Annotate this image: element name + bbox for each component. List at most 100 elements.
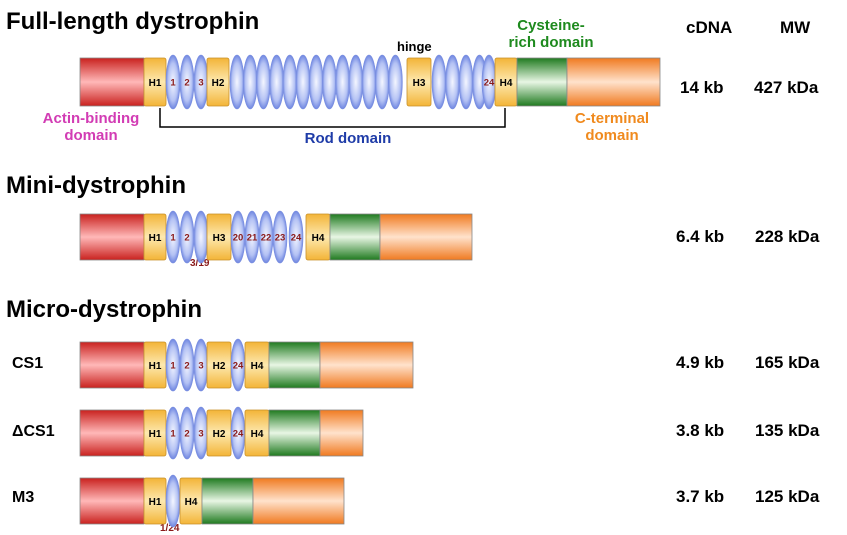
mini-cysteine-rich-12: [329, 213, 381, 261]
cs1-repeat-2-number: 1: [170, 361, 176, 372]
mw-cs1: 165 kDa: [755, 353, 820, 372]
dcs1-cysteine-rich-8: [268, 409, 321, 457]
full-repeat-4-number: 3: [198, 78, 203, 89]
cs1-repeat-3-number: 2: [184, 361, 189, 372]
column-mw: MW: [780, 18, 811, 37]
dcs1-hinge-1-label: H1: [149, 429, 162, 440]
c-terminal-annotation: C-terminal domain: [551, 110, 673, 144]
cs1-cysteine-rich-8: [268, 341, 321, 389]
dcs1-hinge-7-label: H4: [251, 429, 264, 440]
mini-repeat-9: [272, 210, 288, 264]
m3-cysteine-rich-4: [201, 477, 254, 525]
cs1-hinge-7-label: H4: [251, 361, 264, 372]
full-hinge-25-label: H4: [500, 78, 513, 89]
actin-binding-annotation: Actin-binding domain: [22, 110, 160, 144]
cdna-dcs1: 3.8 kb: [676, 421, 725, 440]
mw-mini: 228 kDa: [755, 227, 820, 246]
column-cdna: cDNA: [686, 18, 733, 37]
dcs1-repeat-4-number: 3: [198, 429, 203, 440]
mini-actin-binding-0: [79, 213, 145, 261]
mini-repeat-9-number: 23: [275, 233, 286, 244]
mini-repeat-fusion-label: 3/19: [190, 258, 210, 269]
cysteine-annotation-line2: rich domain: [508, 34, 594, 51]
full-repeat-17: [374, 54, 390, 110]
mini-repeat-fused-4: [193, 210, 209, 264]
dcs1-hinge-5-label: H2: [213, 429, 226, 440]
cs1-actin-binding-0: [79, 341, 145, 389]
heading-mini: Mini-dystrophin: [6, 172, 186, 199]
mini-repeat-6-number: 20: [233, 233, 244, 244]
full-c-terminal-27: [566, 57, 661, 107]
full-repeat-6: [229, 54, 245, 110]
full-hinge-1-label: H1: [149, 78, 162, 89]
full-repeat-21: [445, 54, 460, 110]
cysteine-annotation-line1: Cysteine-: [517, 17, 585, 34]
dcs1-c-terminal-9: [319, 409, 364, 457]
hinge-annotation: hinge: [397, 39, 432, 54]
full-repeat-24-number: 24: [484, 78, 495, 89]
mini-repeat-10-number: 24: [291, 233, 302, 244]
full-cysteine-rich-26: [516, 57, 568, 107]
mini-hinge-1-label: H1: [149, 233, 162, 244]
row-label-dcs1: ΔCS1: [12, 423, 55, 440]
cs1-hinge-1-label: H1: [149, 361, 162, 372]
heading-full-length: Full-length dystrophin: [6, 8, 260, 35]
dcs1-repeat-3-number: 2: [184, 429, 189, 440]
full-hinge-5: [206, 57, 230, 107]
mini-c-terminal-13: [379, 213, 473, 261]
full-hinge-5-label: H2: [212, 78, 225, 89]
cs1-c-terminal-9: [319, 341, 414, 389]
rod-domain-bracket: [159, 108, 506, 128]
full-repeat-9: [269, 54, 284, 110]
mw-dcs1: 135 kDa: [755, 421, 820, 440]
dcs1-actin-binding-0: [79, 409, 145, 457]
mw-full: 427 kDa: [754, 78, 819, 97]
full-repeat-22: [458, 54, 474, 110]
mini-repeat-7-number: 21: [247, 233, 258, 244]
full-actin-binding-0: [79, 57, 145, 107]
dcs1-repeat-6-number: 24: [233, 429, 244, 440]
actin-annotation-line1: Actin-binding: [42, 110, 140, 127]
full-hinge-19-label: H3: [413, 78, 426, 89]
cs1-repeat-4-number: 3: [198, 361, 203, 372]
full-repeat-15: [348, 54, 364, 110]
dcs1-repeat-2-number: 1: [170, 429, 176, 440]
mini-hinge-11-label: H4: [312, 233, 325, 244]
full-repeat-2-number: 1: [170, 78, 176, 89]
full-repeat-20: [431, 54, 447, 110]
row-label-cs1: CS1: [12, 355, 44, 372]
cdna-full: 14 kb: [680, 78, 724, 97]
cterm-annotation-line2: domain: [585, 127, 639, 144]
m3-hinge-1-label: H1: [149, 497, 162, 508]
cysteine-domain-annotation: Cysteine- rich domain: [490, 17, 612, 51]
cdna-mini: 6.4 kb: [676, 227, 725, 246]
mini-repeat-2-number: 1: [170, 233, 176, 244]
mw-m3: 125 kDa: [755, 487, 820, 506]
m3-hinge-3-label: H4: [185, 497, 198, 508]
full-repeat-12: [308, 54, 324, 110]
mini-hinge-5-label: H3: [213, 233, 226, 244]
row-label-m3: M3: [12, 489, 35, 506]
cdna-cs1: 4.9 kb: [676, 353, 725, 372]
cdna-m3: 3.7 kb: [676, 487, 725, 506]
rod-domain-annotation: Rod domain: [304, 130, 392, 147]
cs1-repeat-6-number: 24: [233, 361, 244, 372]
mini-repeat-8-number: 22: [261, 233, 272, 244]
mini-repeat-10: [288, 210, 304, 264]
full-repeat-13: [322, 54, 337, 110]
cs1-hinge-5-label: H2: [213, 361, 226, 372]
m3-repeat-fused-2: [165, 474, 181, 528]
full-repeat-8: [256, 54, 271, 110]
actin-annotation-line2: domain: [64, 127, 118, 144]
full-repeat-18: [388, 54, 403, 110]
mini-repeat-3-number: 2: [184, 233, 189, 244]
full-repeat-16: [361, 54, 377, 110]
full-repeat-3-number: 2: [184, 78, 189, 89]
full-repeat-7: [242, 54, 258, 110]
m3-actin-binding-0: [79, 477, 145, 525]
heading-micro: Micro-dystrophin: [6, 296, 202, 323]
cterm-annotation-line1: C-terminal: [574, 110, 650, 127]
m3-c-terminal-5: [252, 477, 345, 525]
